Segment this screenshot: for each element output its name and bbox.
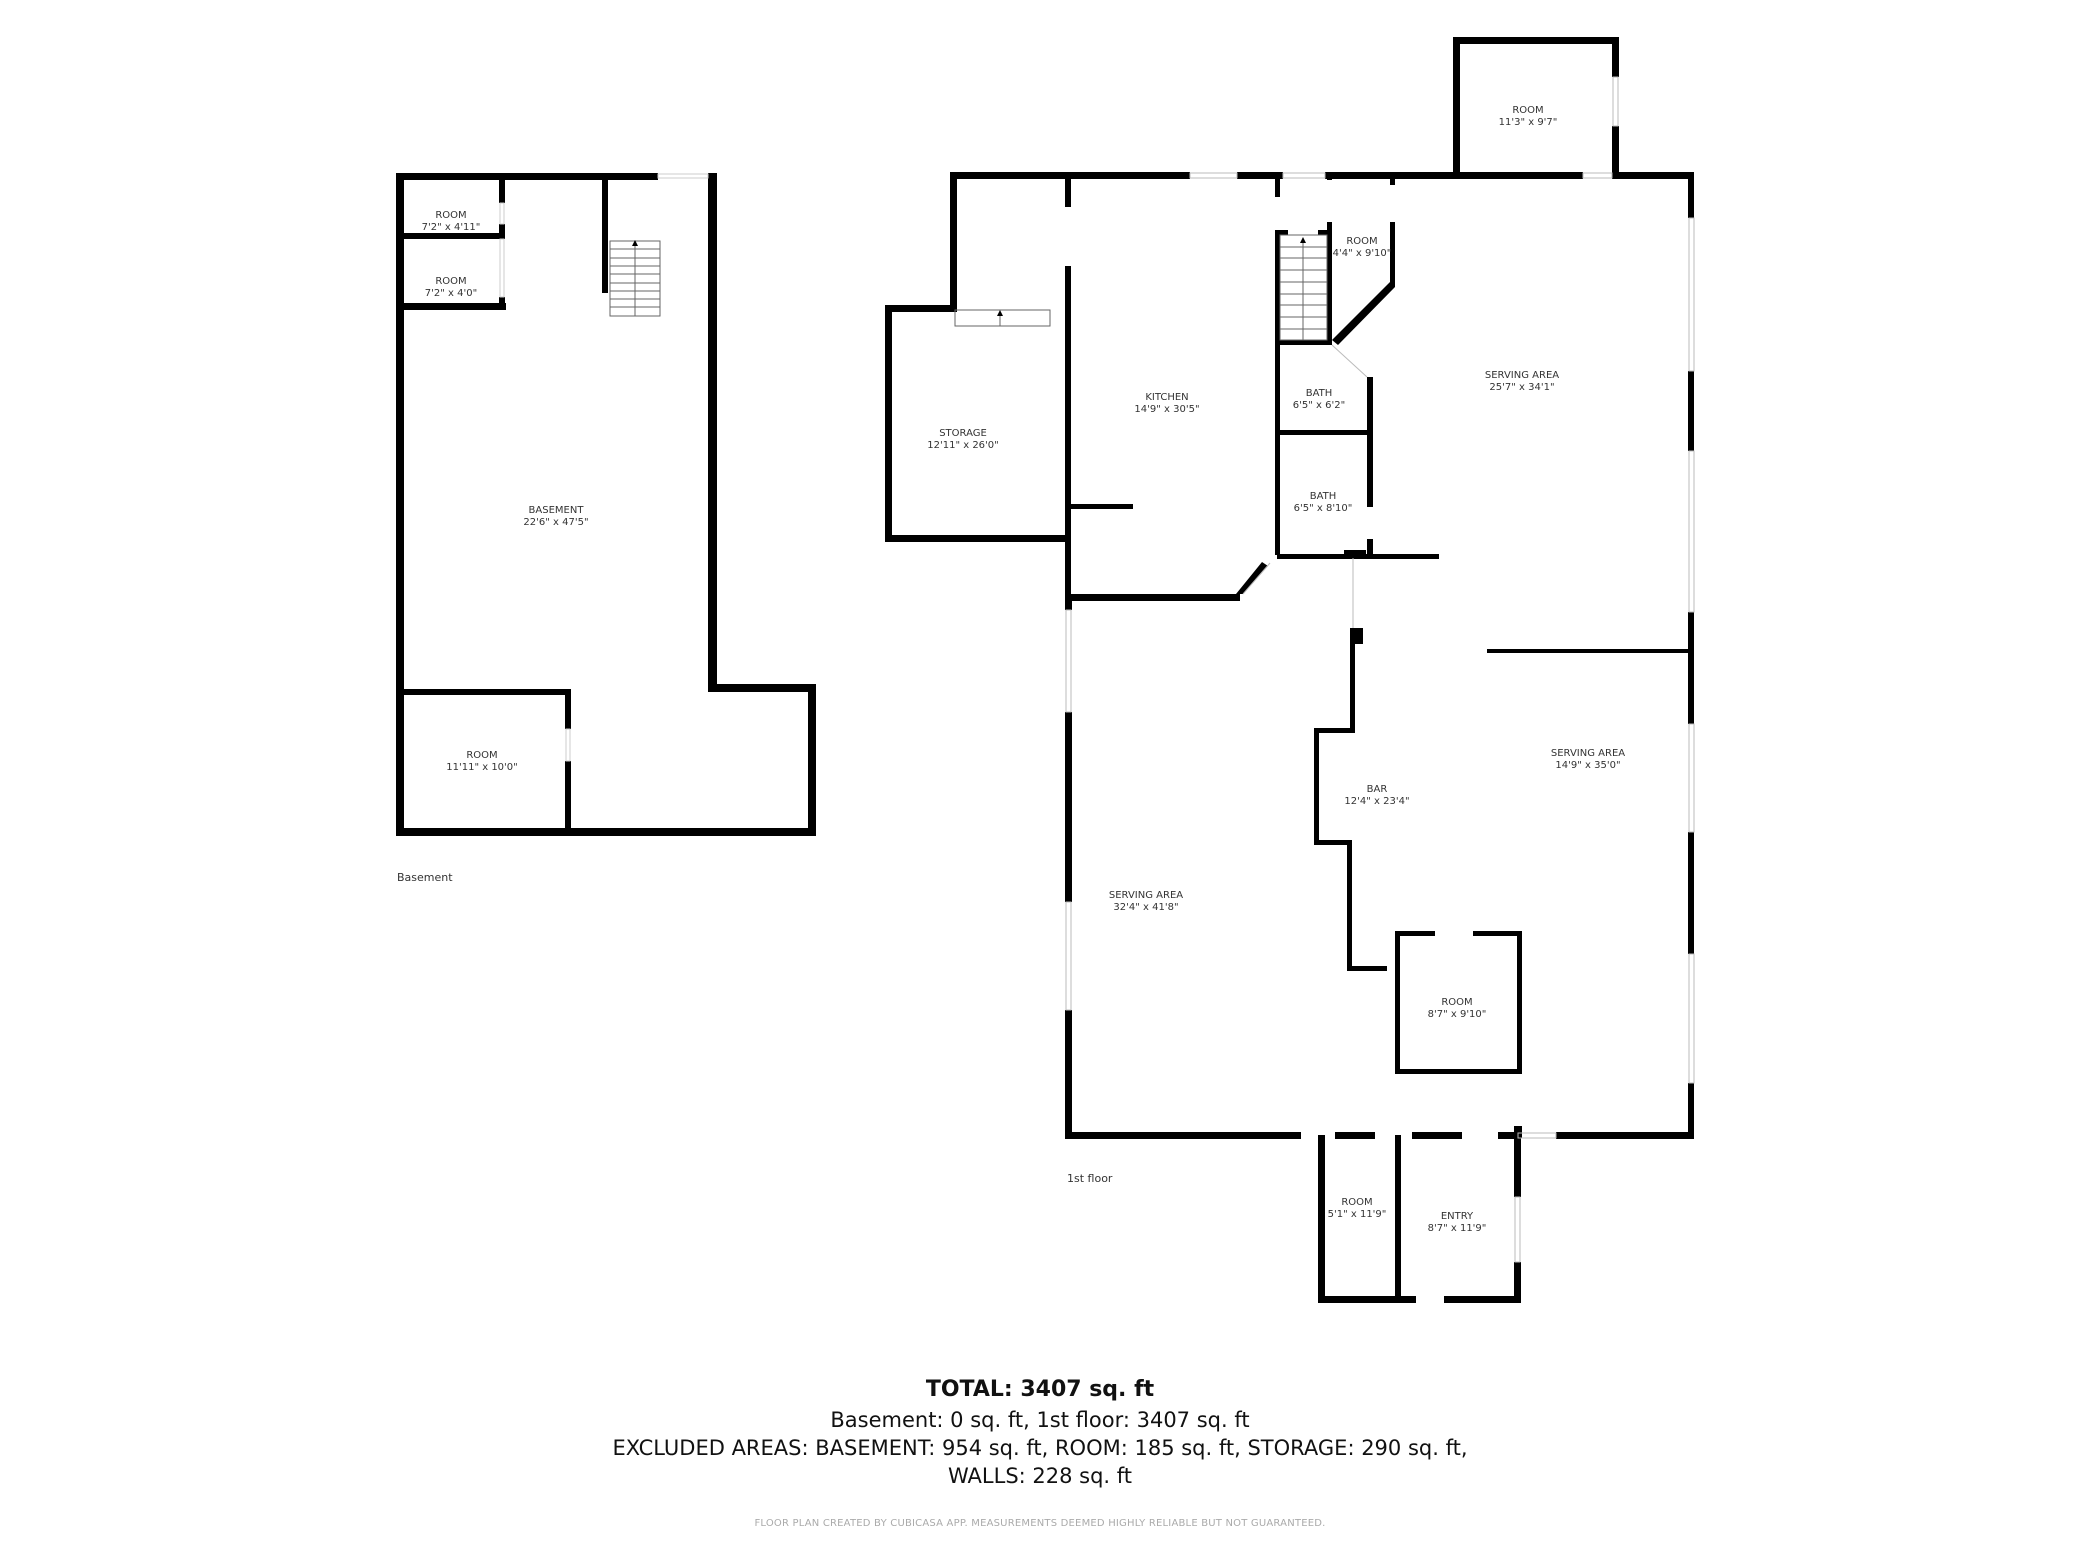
room-dims: 32'4" x 41'8" [1113,902,1179,913]
room-name: BAR [1366,784,1388,795]
room-dims: 14'9" x 35'0" [1555,760,1621,771]
room-label: ROOM 4'4" x 9'10" [1333,236,1392,260]
walls-area: WALLS: 228 sq. ft [947,1464,1133,1488]
floor-label-basement: Basement [397,871,453,884]
first-floor-openings [1065,76,1695,1263]
room-name: BATH [1309,491,1337,502]
basement-stairs [609,240,661,317]
room-dims: 8'7" x 9'10" [1427,1009,1487,1020]
basement-openings [499,173,709,762]
room-label: SERVING AREA 14'9" x 35'0" [1551,748,1625,772]
room-dims: 14'9" x 30'5" [1134,404,1200,415]
room-dims: 11'11" x 10'0" [446,762,518,773]
room-name: ROOM [1441,997,1473,1008]
room-label: ENTRY 8'7" x 11'9" [1428,1211,1487,1235]
basement-walls [396,173,816,836]
room-dims: 5'1" x 11'9" [1327,1209,1387,1220]
excluded-areas: EXCLUDED AREAS: BASEMENT: 954 sq. ft, RO… [612,1436,1468,1460]
room-name: KITCHEN [1145,392,1189,403]
room-name: SERVING AREA [1108,890,1184,901]
room-label: BASEMENT 22'6" x 47'5" [523,505,588,529]
room-dims: 12'4" x 23'4" [1344,796,1410,807]
room-name: STORAGE [939,428,987,439]
room-name: SERVING AREA [1550,748,1626,759]
room-name: ROOM [435,276,467,287]
room-label: ROOM 11'3" x 9'7" [1499,105,1558,129]
room-label: ROOM 7'2" x 4'0" [425,276,477,300]
room-name: ENTRY [1440,1211,1474,1222]
room-label: ROOM 8'7" x 9'10" [1428,997,1487,1021]
room-dims: 7'2" x 4'0" [424,288,478,299]
room-name: SERVING AREA [1484,370,1560,381]
floor-label-first: 1st floor [1067,1172,1113,1185]
first-floor-walls [885,37,1694,1303]
room-label: KITCHEN 14'9" x 30'5" [1134,392,1199,416]
first-floor-stairs-main [1279,234,1328,341]
room-label: BAR 12'4" x 23'4" [1344,784,1409,808]
room-label: STORAGE 12'11" x 26'0" [927,428,999,452]
total-area: TOTAL: 3407 sq. ft [925,1377,1155,1402]
first-floor-stairs-storage [954,309,1051,327]
room-label: ROOM 7'2" x 4'11" [422,210,481,234]
floor-area-breakdown: Basement: 0 sq. ft, 1st floor: 3407 sq. … [830,1408,1250,1432]
room-name: BASEMENT [528,505,584,516]
room-name: ROOM [466,750,498,761]
room-label: ROOM 5'1" x 11'9" [1328,1197,1387,1221]
room-name: BATH [1305,388,1333,399]
room-label: SERVING AREA 25'7" x 34'1" [1485,370,1559,394]
room-name: ROOM [1346,236,1378,247]
room-dims: 8'7" x 11'9" [1427,1223,1487,1234]
room-dims: 12'11" x 26'0" [927,440,999,451]
room-label: BATH 6'5" x 6'2" [1293,388,1345,412]
room-name: ROOM [435,210,467,221]
room-name: ROOM [1512,105,1544,116]
room-dims: 6'5" x 6'2" [1292,400,1346,411]
room-label: BATH 6'5" x 8'10" [1294,491,1353,515]
room-dims: 25'7" x 34'1" [1489,382,1555,393]
room-dims: 22'6" x 47'5" [523,517,589,528]
room-name: ROOM [1341,1197,1373,1208]
room-label: SERVING AREA 32'4" x 41'8" [1109,890,1183,914]
room-dims: 4'4" x 9'10" [1332,248,1392,259]
room-dims: 6'5" x 8'10" [1293,503,1353,514]
room-dims: 7'2" x 4'11" [421,222,481,233]
room-dims: 11'3" x 9'7" [1498,117,1558,128]
room-label: ROOM 11'11" x 10'0" [446,750,518,774]
disclaimer-credit: FLOOR PLAN CREATED BY CUBICASA APP. MEAS… [754,1518,1326,1529]
